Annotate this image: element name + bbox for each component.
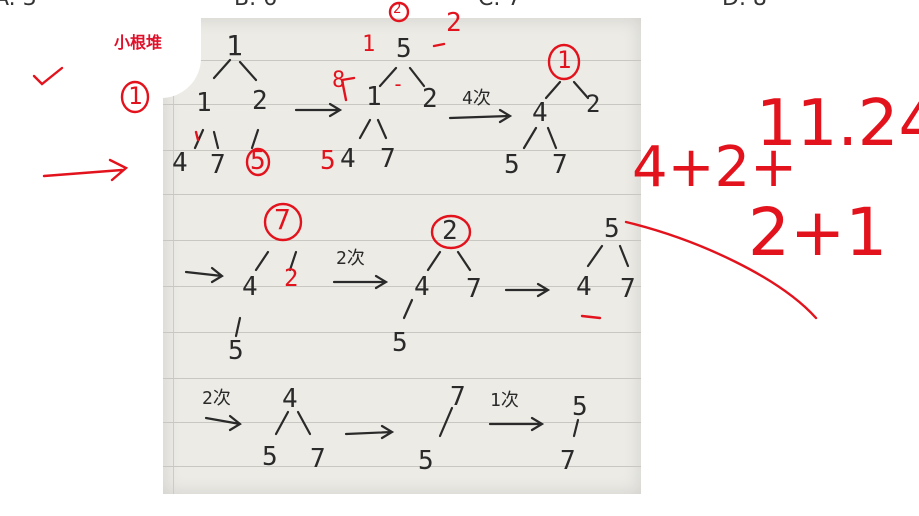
- tree2-lr: 7: [380, 144, 396, 174]
- paper-rule: [163, 150, 641, 151]
- tree5-right: 7: [466, 274, 482, 304]
- tree2-left: 1: [366, 82, 382, 112]
- paper-rule: [163, 378, 641, 379]
- tree7-root: 4: [282, 384, 298, 414]
- tree8-root: 7: [450, 382, 466, 412]
- tree3-lr: 7: [552, 150, 568, 180]
- tree6-root: 5: [604, 214, 620, 244]
- tree9-root: 5: [572, 392, 588, 422]
- paper-rule: [163, 286, 641, 287]
- red-minus: -: [392, 72, 405, 96]
- option-d: D. 8: [722, 0, 767, 11]
- arrow-label-1: 1次: [490, 390, 519, 411]
- circled-one-left: 1: [128, 82, 143, 110]
- tree2-right: 2: [422, 84, 438, 114]
- option-a: A. 3: [0, 0, 37, 11]
- tree3-right: 2: [586, 90, 601, 118]
- paper-rule: [163, 60, 641, 61]
- paper-rule: [163, 332, 641, 333]
- tree4-ll: 5: [228, 336, 244, 366]
- tree2-ll: 4: [340, 144, 356, 174]
- paper-rule: [163, 466, 641, 467]
- tree1-right: 2: [252, 86, 268, 116]
- tree4-left: 4: [242, 272, 258, 302]
- right-note-line3: 2+1: [748, 194, 888, 271]
- red-one-top: 1: [362, 32, 376, 57]
- tree3-root: 1: [557, 46, 572, 74]
- paper-rule: [163, 422, 641, 423]
- tree1-left: 1: [196, 88, 212, 118]
- circled-two-top: 2: [393, 1, 402, 17]
- tree5-ll: 5: [392, 328, 408, 358]
- option-b: B. 6: [234, 0, 277, 11]
- arrow-label-2b: 2次: [202, 388, 231, 409]
- tree2-extra: 5: [320, 146, 336, 176]
- tree6-right: 7: [620, 274, 636, 304]
- paper-rule: [163, 194, 641, 195]
- tree1-root: 1: [226, 29, 243, 62]
- paper-rule: [163, 240, 641, 241]
- tree7-left: 5: [262, 442, 278, 472]
- tree1-lr: 7: [210, 150, 226, 180]
- red-two-top: 2: [446, 8, 462, 38]
- paper-margin-line: [173, 18, 174, 494]
- tree5-root: 2: [442, 216, 458, 246]
- right-note-line2: 4+2+: [632, 135, 798, 200]
- tree7-right: 7: [310, 444, 326, 474]
- arrow-label-4: 4次: [462, 88, 491, 109]
- tree9-left: 7: [560, 446, 576, 476]
- tree5-left: 4: [414, 272, 430, 302]
- answer-options-row: A. 3 B. 6 C. 7 D. 8: [0, 0, 919, 11]
- tree4-right: 2: [284, 264, 299, 292]
- tree3-left: 4: [532, 98, 548, 128]
- tree2-side: 8: [332, 68, 346, 93]
- tree1-rl: 5: [250, 146, 266, 176]
- arrow-label-2a: 2次: [336, 248, 365, 269]
- tree3-ll: 5: [504, 150, 520, 180]
- tree2-root: 5: [396, 34, 412, 64]
- option-c: C. 7: [478, 0, 521, 11]
- badge-label: 小根堆: [114, 33, 163, 52]
- paper-rule: [163, 104, 641, 105]
- tree4-root: 7: [274, 203, 291, 236]
- tree1-ll: 4: [172, 148, 188, 178]
- tree6-left: 4: [576, 272, 592, 302]
- badge-background: [103, 18, 201, 98]
- tree8-left: 5: [418, 446, 434, 476]
- right-note-line1: 11.24: [756, 87, 919, 161]
